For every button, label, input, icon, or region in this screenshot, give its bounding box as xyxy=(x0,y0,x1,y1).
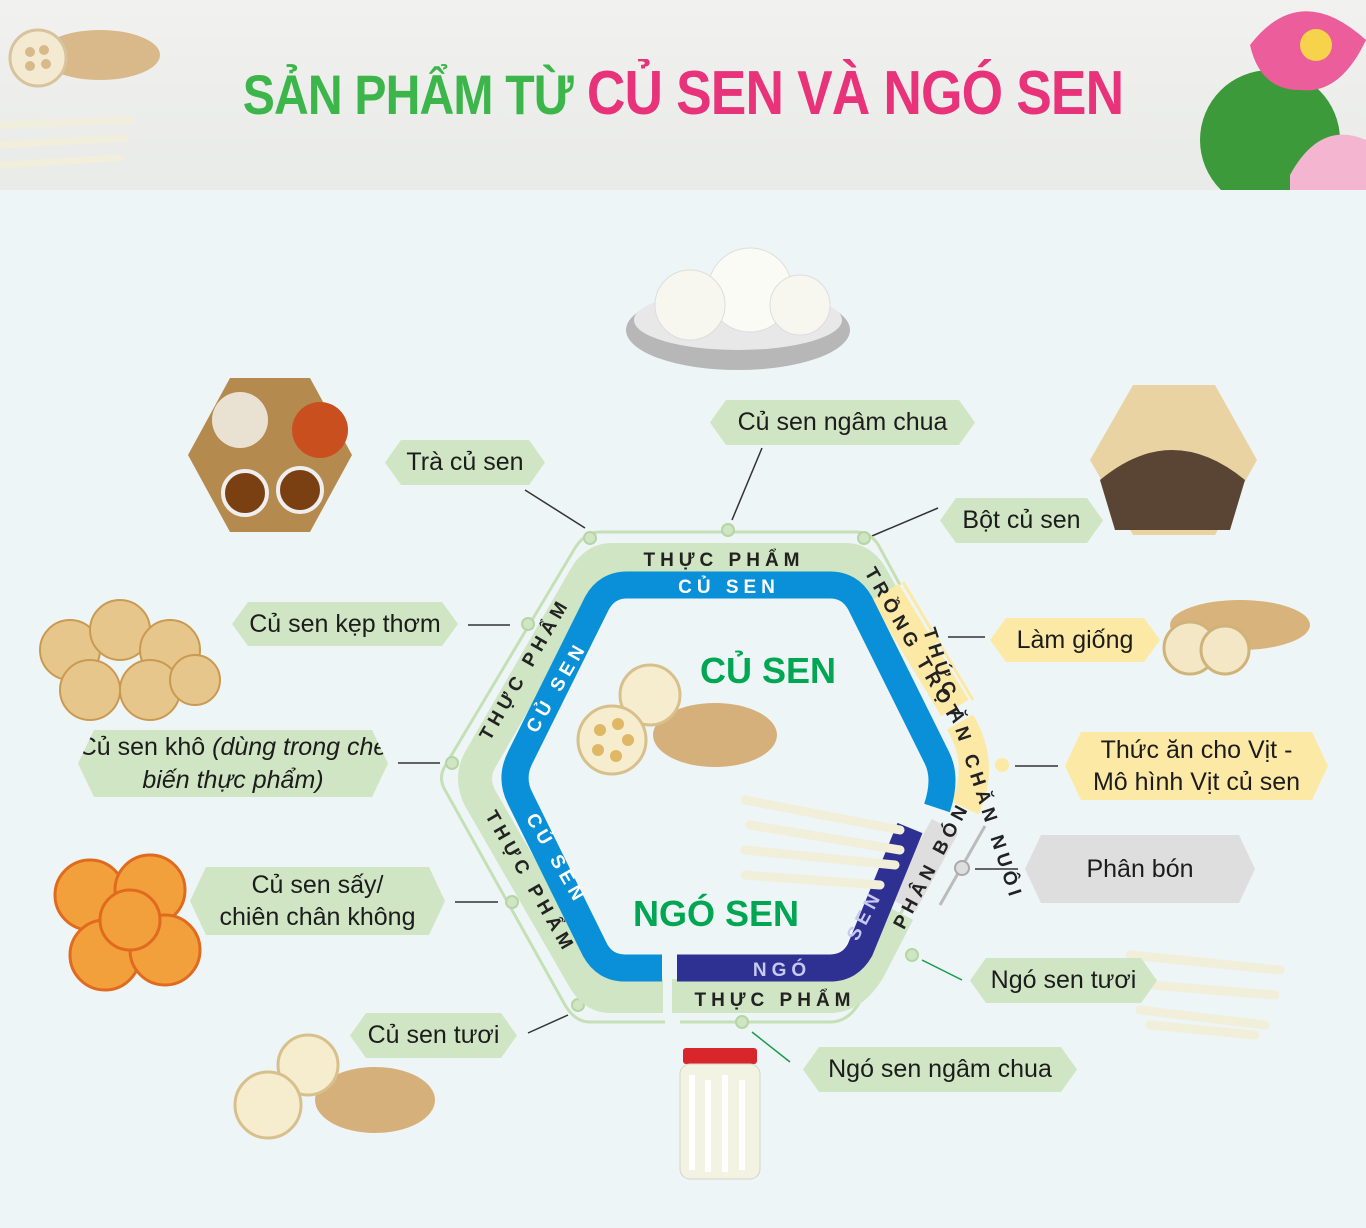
label-text: Làm giống xyxy=(1016,625,1134,654)
label-cu-sen-kho: Củ sen khô (dùng trong chế biến thực phẩ… xyxy=(78,730,388,797)
connector-line xyxy=(871,507,939,537)
ngo-sen-ring xyxy=(677,822,923,982)
label-cu-sen-say: Củ sen sấy/ chiên chân không xyxy=(190,867,445,935)
label-cu-sen-ngam-chua: Củ sen ngâm chua xyxy=(710,400,975,445)
label-cu-sen-kep-thom: Củ sen kẹp thơm xyxy=(232,602,458,646)
label-phan-bon: Phân bón xyxy=(1025,835,1255,903)
label-text-line2: Mô hình Vịt củ sen xyxy=(1092,768,1301,796)
ring-label-thuc-pham-bottom: THỰC PHẨM xyxy=(694,989,855,1011)
cu-sen-ring xyxy=(501,571,956,982)
chan-nuoi-segment xyxy=(946,714,989,815)
pickled-lotus-bowl-image xyxy=(626,247,850,370)
title-part-2: CỦ SEN VÀ NGÓ SEN xyxy=(586,59,1124,128)
connector-lines xyxy=(398,447,1058,1063)
lotus-root-center-image xyxy=(576,663,777,776)
label-text: Củ sen tươi xyxy=(367,1021,500,1050)
connector-line xyxy=(751,1031,791,1063)
pickled-lotus-shoot-jar-image xyxy=(679,1048,761,1180)
lotus-shoot-center-image xyxy=(740,795,905,890)
label-text: Ngó sen tươi xyxy=(990,966,1137,995)
fresh-lotus-root-image xyxy=(233,1033,435,1140)
label-text-line1: Thức ăn cho Vịt - xyxy=(1100,735,1293,764)
page-title: SẢN PHẨM TỪ CỦ SEN VÀ NGÓ SEN xyxy=(96,58,1271,129)
label-thuc-an-vit: Thức ăn cho Vịt - Mô hình Vịt củ sen xyxy=(1065,732,1328,800)
fried-lotus-chips-image xyxy=(53,853,202,992)
label-text-line2: chiên chân không xyxy=(219,903,416,931)
connector-line xyxy=(524,489,586,529)
center-title-ngo-sen: NGÓ SEN xyxy=(633,892,799,934)
label-text: Ngó sen ngâm chua xyxy=(828,1055,1052,1084)
label-note: (dùng trong chế biến thực phẩm) xyxy=(142,733,388,794)
ring-label-cu-sen-top: CỦ SEN xyxy=(678,576,780,598)
food-ring xyxy=(458,543,914,1013)
label-text: Phân bón xyxy=(1086,854,1194,883)
connector-line xyxy=(527,1014,569,1034)
label-text: Trà củ sen xyxy=(406,448,524,477)
label-ngo-sen-ngam-chua: Ngó sen ngâm chua xyxy=(803,1047,1077,1092)
lotus-root-icon xyxy=(8,28,160,88)
label-tra-cu-sen: Trà củ sen xyxy=(385,440,545,485)
lotus-shoot-icon xyxy=(0,116,134,169)
trong-trot-segment xyxy=(871,583,969,717)
fresh-lotus-shoot-image xyxy=(1125,950,1285,1040)
label-cu-sen-tuoi: Củ sen tươi xyxy=(350,1013,517,1058)
connector-line xyxy=(921,959,963,981)
label-ngo-sen-tuoi: Ngó sen tươi xyxy=(970,958,1157,1003)
lotus-seed-root-image xyxy=(1162,600,1310,676)
header-banner: SẢN PHẨM TỪ CỦ SEN VÀ NGÓ SEN xyxy=(0,0,1366,190)
phan-bon-segment xyxy=(888,818,959,913)
label-text: Củ sen ngâm chua xyxy=(737,408,948,437)
label-lam-giong: Làm giống xyxy=(990,618,1160,662)
label-bot-cu-sen: Bột củ sen xyxy=(940,498,1103,543)
dried-lotus-chips-image xyxy=(39,599,221,721)
lotus-flower-icon xyxy=(1200,11,1366,190)
label-text-line1: Củ sen sấy/ xyxy=(251,870,384,899)
ring-label-ngo: NGÓ xyxy=(753,959,811,981)
title-part-1: SẢN PHẨM TỪ xyxy=(242,63,574,126)
label-text: Củ sen kẹp thơm xyxy=(249,609,441,638)
label-text: Bột củ sen xyxy=(962,506,1081,535)
label-text: Củ sen khô xyxy=(78,733,206,761)
ring-label-thuc-pham-top: THỰC PHẨM xyxy=(643,549,804,571)
ring-nodes xyxy=(445,523,919,1029)
connector-line xyxy=(731,447,763,521)
center-title-cu-sen: CỦ SEN xyxy=(700,649,836,691)
header-decoration xyxy=(0,11,1366,190)
